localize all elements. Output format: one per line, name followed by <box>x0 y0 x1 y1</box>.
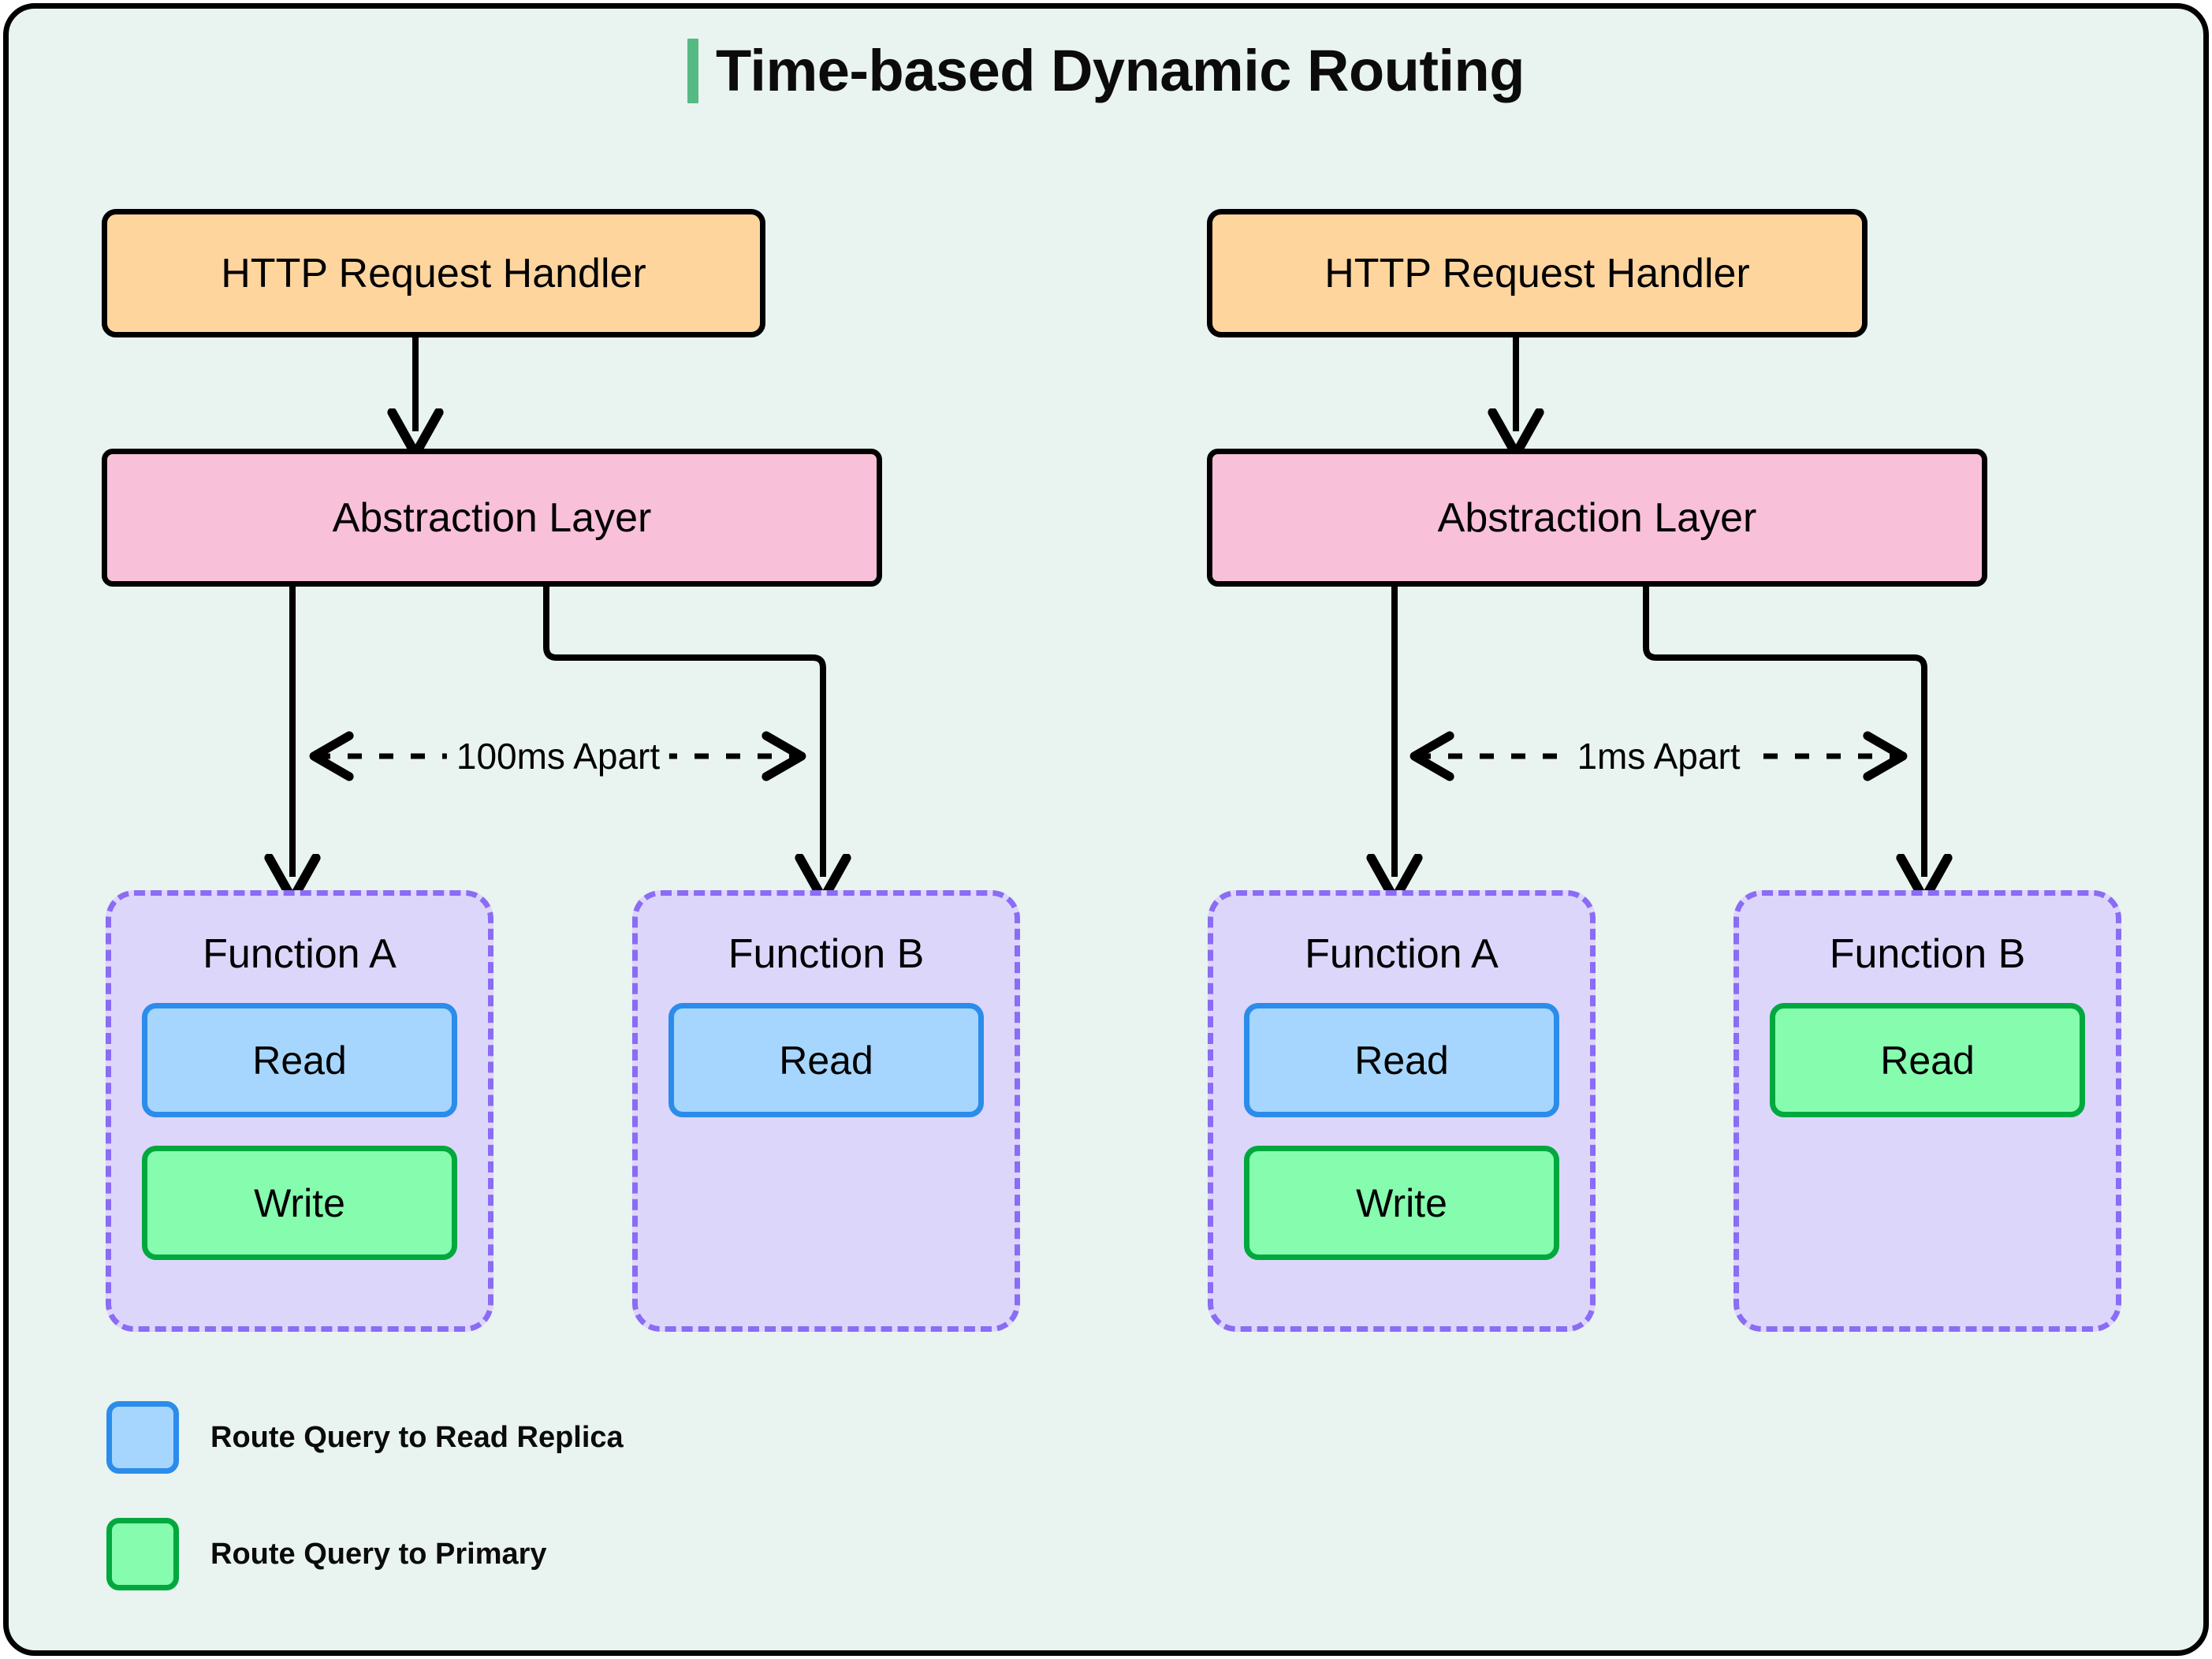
legend-item-read-replica: Route Query to Read Replica <box>106 1398 624 1477</box>
function-b-left-label: Function B <box>728 931 925 977</box>
page-title: Time-based Dynamic Routing <box>9 37 2203 104</box>
legend-label-read-replica: Route Query to Read Replica <box>210 1420 624 1454</box>
legend: Route Query to Read Replica Route Query … <box>106 1398 624 1631</box>
function-a-right-op-read[interactable]: Read <box>1244 1003 1559 1117</box>
function-b-right[interactable]: Function B Read <box>1733 890 2121 1332</box>
legend-item-primary: Route Query to Primary <box>106 1515 624 1594</box>
http-request-handler-left[interactable]: HTTP Request Handler <box>102 209 765 337</box>
function-b-right-label: Function B <box>1829 931 2026 977</box>
function-a-left-op-read[interactable]: Read <box>142 1003 457 1117</box>
function-b-right-op-read[interactable]: Read <box>1770 1003 2085 1117</box>
timing-label-right: 1ms Apart <box>1567 735 1750 777</box>
abstraction-layer-left[interactable]: Abstraction Layer <box>102 449 882 587</box>
abstraction-layer-left-label: Abstraction Layer <box>332 494 652 541</box>
abstraction-layer-right-label: Abstraction Layer <box>1437 494 1757 541</box>
wire-abstraction-to-function-b-left <box>543 587 823 877</box>
function-a-right-op-write[interactable]: Write <box>1244 1146 1559 1260</box>
function-a-right[interactable]: Function A Read Write <box>1208 890 1596 1332</box>
title-accent-bar <box>687 38 699 103</box>
function-a-left-op-write[interactable]: Write <box>142 1146 457 1260</box>
http-request-handler-right-label: HTTP Request Handler <box>1324 250 1750 296</box>
function-a-left-label: Function A <box>203 931 397 977</box>
function-b-left-op-read[interactable]: Read <box>668 1003 984 1117</box>
function-b-left[interactable]: Function B Read <box>632 890 1020 1332</box>
legend-label-primary: Route Query to Primary <box>210 1537 547 1571</box>
abstraction-layer-right[interactable]: Abstraction Layer <box>1207 449 1987 587</box>
wire-abstraction-to-function-b-right <box>1643 587 1924 877</box>
timing-label-left: 100ms Apart <box>446 735 670 777</box>
function-a-left[interactable]: Function A Read Write <box>106 890 493 1332</box>
legend-swatch-read-replica-icon <box>106 1401 179 1474</box>
function-a-right-label: Function A <box>1305 931 1499 977</box>
http-request-handler-left-label: HTTP Request Handler <box>221 250 646 296</box>
title-text: Time-based Dynamic Routing <box>716 38 1525 103</box>
http-request-handler-right[interactable]: HTTP Request Handler <box>1207 209 1868 337</box>
diagram-canvas: Time-based Dynamic Routing <box>3 3 2209 1656</box>
legend-swatch-primary-icon <box>106 1518 179 1590</box>
